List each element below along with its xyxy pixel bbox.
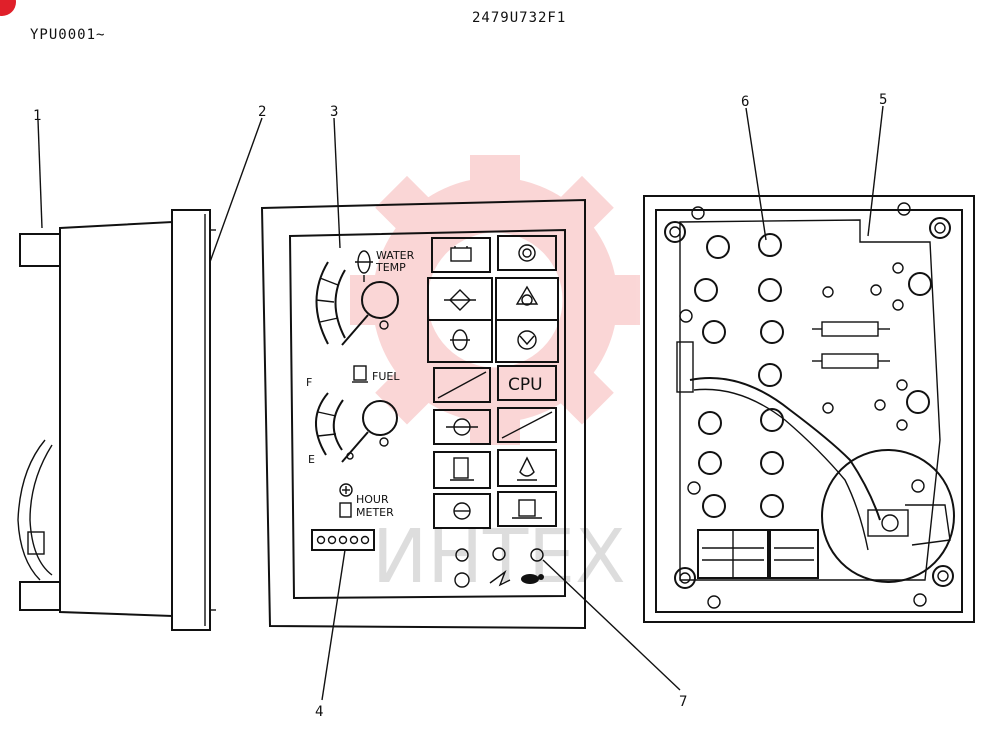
drawing-code-center: 2479U732F1 xyxy=(472,10,567,26)
fuel-icon xyxy=(352,365,368,383)
front-panel xyxy=(260,198,586,630)
leader-lines xyxy=(37,105,884,701)
fuel-empty-label: E xyxy=(308,453,315,466)
hex-nuts xyxy=(822,262,908,431)
callout-1: 1 xyxy=(33,108,41,124)
battery-icon xyxy=(450,246,472,262)
callout-7: 7 xyxy=(679,694,687,710)
water-temp-gauge xyxy=(315,261,399,346)
callout-2: 2 xyxy=(258,104,266,120)
resistors xyxy=(812,321,890,369)
drawing-code-left: YPU0001~ xyxy=(30,27,106,43)
lamp-sockets xyxy=(694,233,932,518)
air-filter-icon xyxy=(517,330,537,350)
fuel-level-icon xyxy=(450,457,474,481)
oil-pressure-icon xyxy=(444,289,476,311)
connectors xyxy=(697,529,819,579)
indicator-leds xyxy=(454,547,544,588)
hydraulic-icon xyxy=(453,502,471,520)
hour-meter-label-2: METER xyxy=(356,506,394,519)
warning-lamp-grid xyxy=(427,235,559,529)
callout-6: 6 xyxy=(741,94,749,110)
fuel-gauge xyxy=(315,392,398,463)
engine-icon xyxy=(512,499,542,519)
cpu-label: CPU xyxy=(508,375,543,395)
rear-board-housing xyxy=(643,195,975,623)
watermark-gear xyxy=(350,155,640,445)
callout-4: 4 xyxy=(315,704,323,720)
hour-meter-label-1: HOUR xyxy=(356,493,389,506)
turtle-icon xyxy=(521,574,544,584)
fuel-full-label: F xyxy=(306,376,312,389)
fuel-label: FUEL xyxy=(372,370,400,383)
watermark-text: ИНТЕХ xyxy=(372,514,626,600)
hare-icon xyxy=(489,570,511,587)
coolant-icon xyxy=(515,285,539,306)
side-view-housing xyxy=(17,209,216,631)
wire-harness xyxy=(676,341,881,551)
water-separator-icon xyxy=(446,418,478,436)
glow-plug-icon xyxy=(518,244,536,262)
water-temp-label-2: TEMP xyxy=(375,261,406,274)
fuel-filter-icon xyxy=(517,456,537,481)
water-temp-label-1: WATER xyxy=(376,249,415,262)
hour-meter xyxy=(311,483,375,551)
callout-3: 3 xyxy=(330,104,338,120)
gauge-motor xyxy=(821,449,955,583)
callout-5: 5 xyxy=(879,92,887,108)
water-temp-icon xyxy=(355,250,373,282)
charge-icon xyxy=(450,329,470,351)
